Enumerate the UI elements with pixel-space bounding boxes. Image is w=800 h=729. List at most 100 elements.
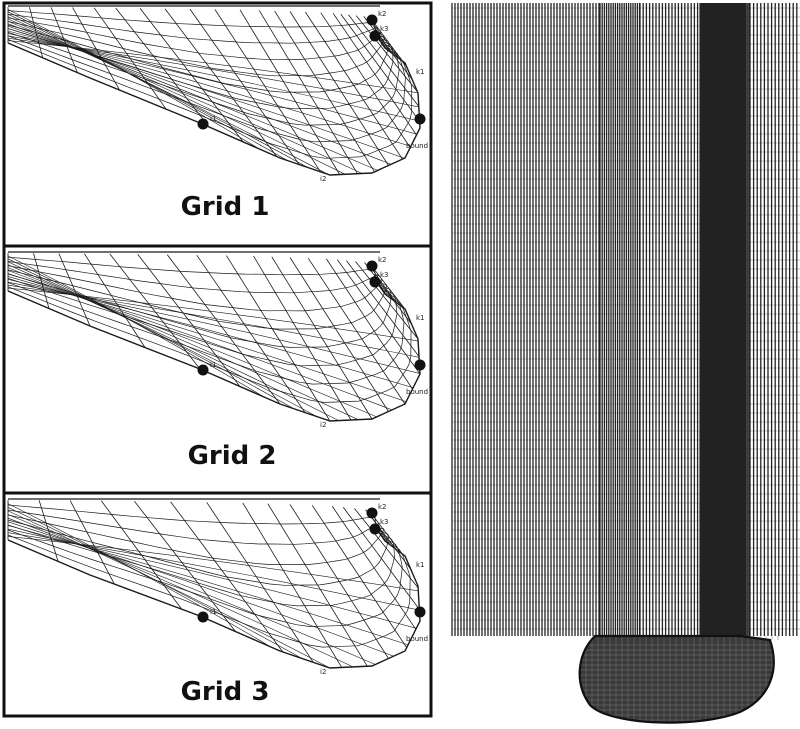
- point-label-k1: k1: [416, 68, 425, 76]
- mesh-line: [7, 25, 392, 165]
- mesh-line: [7, 40, 418, 94]
- point-label-i2: i2: [320, 421, 326, 429]
- i1-marker: [197, 364, 209, 376]
- mesh-line: [7, 24, 390, 93]
- mesh-line: [7, 261, 380, 294]
- mesh-line: [7, 13, 379, 44]
- point-label-i2: i2: [320, 175, 326, 183]
- point-label-k2: k2: [378, 503, 387, 511]
- k2-marker: [366, 507, 378, 519]
- mesh-line: [7, 504, 379, 532]
- k1-marker: [414, 606, 426, 618]
- point-label-k2: k2: [378, 10, 387, 18]
- k1-marker: [414, 113, 426, 125]
- mesh-line: [7, 277, 398, 367]
- mesh-line: [7, 264, 339, 421]
- mesh-line: [7, 509, 380, 545]
- point-label-k1: k1: [416, 561, 425, 569]
- mesh-line: [7, 267, 359, 420]
- mesh-line: [196, 254, 306, 413]
- mesh-line: [7, 256, 379, 285]
- mesh-line: [7, 284, 420, 358]
- dense-band: [700, 3, 745, 636]
- mesh-line: [7, 255, 265, 398]
- i1-marker: [197, 611, 209, 623]
- mesh-line: [109, 253, 201, 370]
- point-label-k3: k3: [380, 271, 389, 279]
- mesh-line: [7, 37, 413, 159]
- mesh-line: [7, 281, 421, 374]
- mesh-line: [7, 21, 363, 174]
- mesh-line: [7, 265, 383, 312]
- mesh-line: [7, 31, 400, 126]
- mesh-line: [33, 253, 50, 309]
- point-label-k1: k1: [416, 314, 425, 322]
- grid-1-panel: k2 k3 k1 bound i2 i1: [7, 5, 428, 183]
- mesh-line: [84, 253, 146, 348]
- mesh-line: [7, 525, 409, 646]
- point-label-bound: bound: [406, 635, 428, 643]
- mesh-line: [7, 17, 382, 60]
- mesh-line: [372, 269, 396, 302]
- mesh-line: [7, 23, 378, 171]
- mesh-line: [346, 260, 420, 357]
- point-label-k2: k2: [378, 256, 387, 264]
- point-label-bound: bound: [406, 142, 428, 150]
- point-label-i2: i2: [320, 668, 326, 676]
- bulb-mask: [560, 636, 800, 729]
- point-label-k3: k3: [380, 25, 389, 33]
- mesh-line: [289, 257, 389, 412]
- mesh-line: [7, 273, 393, 411]
- mesh-line: [137, 254, 241, 387]
- mesh-line: [7, 530, 411, 648]
- mesh-line: [7, 514, 354, 668]
- mesh-line: [7, 21, 386, 77]
- mesh-line: [7, 9, 260, 150]
- mesh-line: [326, 258, 413, 390]
- mesh-line: [7, 510, 330, 669]
- hull-outline: [7, 283, 421, 422]
- mesh-line: [7, 287, 419, 342]
- point-label-i1: i1: [210, 115, 216, 123]
- k2-marker: [366, 260, 378, 272]
- k3-marker: [369, 30, 381, 42]
- grid-1-caption: Grid 1: [181, 192, 270, 222]
- outer-frame: [2, 1, 433, 718]
- mesh-line: [7, 528, 417, 629]
- bulb-outline: [578, 634, 775, 724]
- mesh-line: [7, 282, 405, 385]
- mesh-line: [7, 524, 395, 607]
- mesh-line: [253, 255, 352, 421]
- i1-marker: [197, 118, 209, 130]
- mesh-line: [7, 283, 412, 403]
- point-label-i1: i1: [210, 361, 216, 369]
- k3-marker: [369, 276, 381, 288]
- grid-2-caption: Grid 2: [188, 441, 277, 471]
- mesh-line: [7, 529, 403, 627]
- mesh-line: [7, 258, 294, 409]
- mesh-line: [226, 255, 331, 422]
- dense-3d-mesh: [451, 3, 800, 729]
- mesh-line: [7, 261, 318, 417]
- mesh-line: [7, 521, 394, 657]
- mesh-line: [7, 276, 407, 402]
- k1-marker: [414, 359, 426, 371]
- mesh-line: [336, 259, 421, 375]
- mesh-line: [7, 519, 390, 586]
- mesh-line: [7, 30, 411, 147]
- mesh-line: [7, 532, 420, 611]
- mesh-line: [7, 279, 414, 388]
- mesh-line: [7, 517, 376, 665]
- k2-marker: [366, 14, 378, 26]
- point-label-k3: k3: [380, 518, 389, 526]
- k3-marker: [369, 523, 381, 535]
- mesh-line: [7, 35, 420, 122]
- mesh-line: [7, 18, 346, 175]
- mesh-line: [7, 503, 272, 648]
- mesh-line: [307, 257, 406, 405]
- mesh-line: [370, 264, 406, 310]
- mesh-line: [271, 256, 373, 420]
- grid-3-caption: Grid 3: [181, 677, 270, 707]
